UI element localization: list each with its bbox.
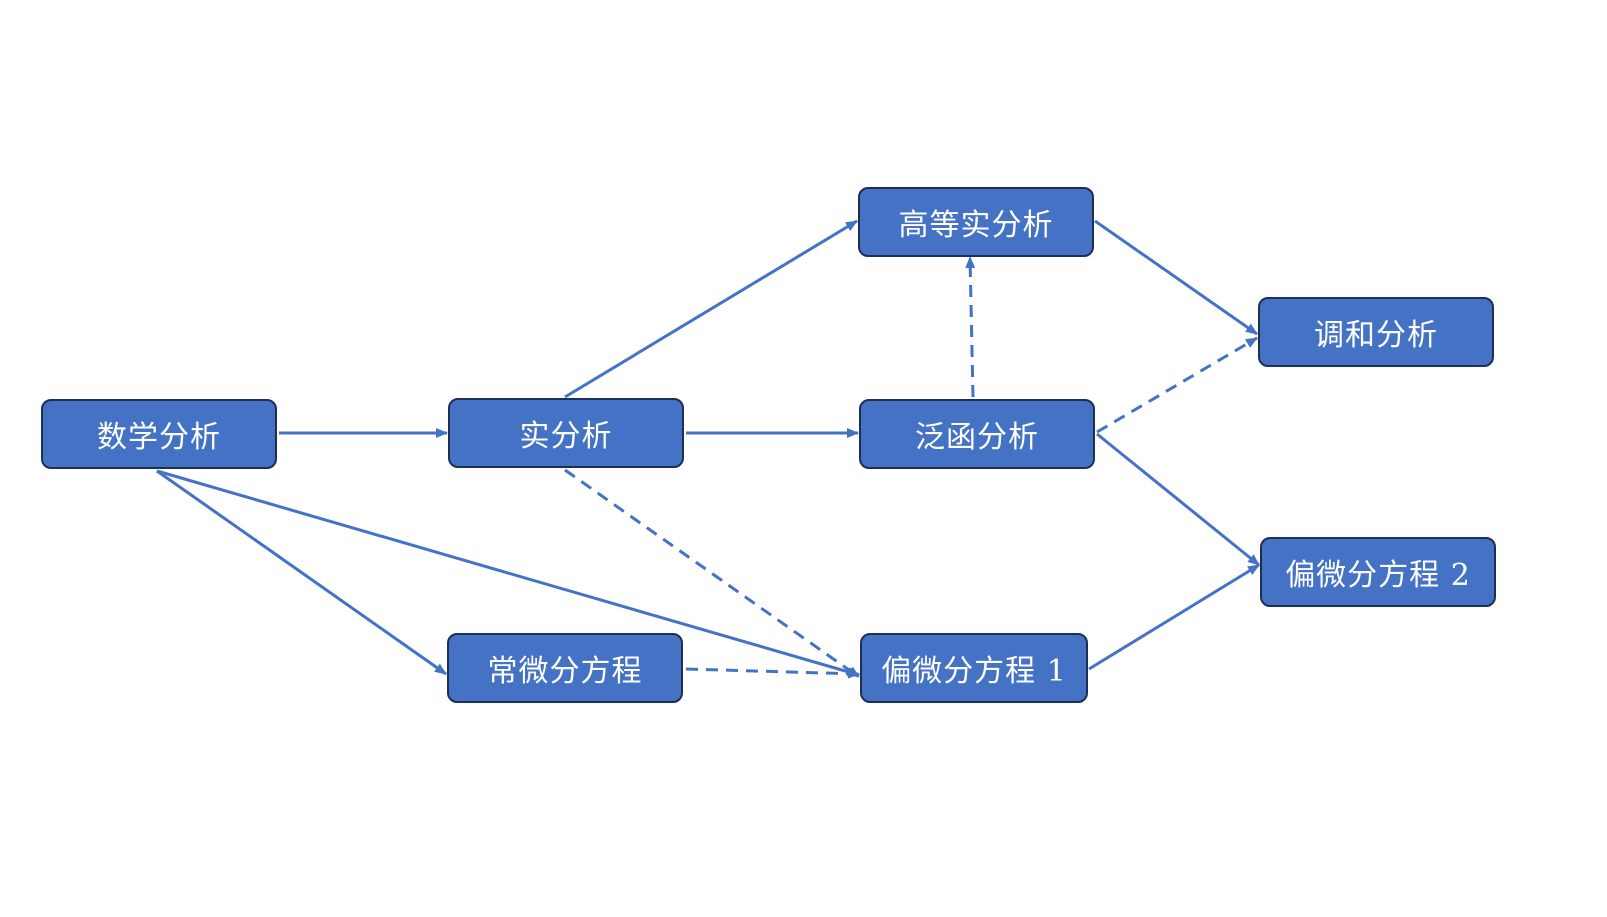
edge-advanced-real-analysis-to-harmonic-analysis	[1094, 219, 1258, 336]
edge-math-analysis-to-pde1	[156, 469, 860, 677]
edge-functional-analysis-to-harmonic-analysis	[1096, 336, 1258, 434]
node-harmonic-analysis: 调和分析	[1258, 297, 1494, 367]
edge-ode-to-pde1	[685, 667, 860, 679]
edge-functional-analysis-to-advanced-real-analysis	[965, 256, 976, 398]
node-real-analysis: 实分析	[448, 398, 684, 468]
edge-functional-analysis-to-pde2	[1096, 432, 1260, 567]
node-pde-2: 偏微分方程 2	[1260, 537, 1496, 607]
node-math-analysis: 数学分析	[41, 399, 277, 469]
node-functional-analysis: 泛函分析	[859, 399, 1095, 469]
edge-math-analysis-to-ode	[156, 469, 447, 676]
edge-pde1-to-pde2	[1088, 563, 1260, 671]
node-advanced-real-analysis: 高等实分析	[858, 187, 1094, 257]
node-ode: 常微分方程	[447, 633, 683, 703]
edge-real-analysis-to-advanced-real-analysis	[564, 219, 858, 399]
node-pde-1: 偏微分方程 1	[860, 633, 1088, 703]
